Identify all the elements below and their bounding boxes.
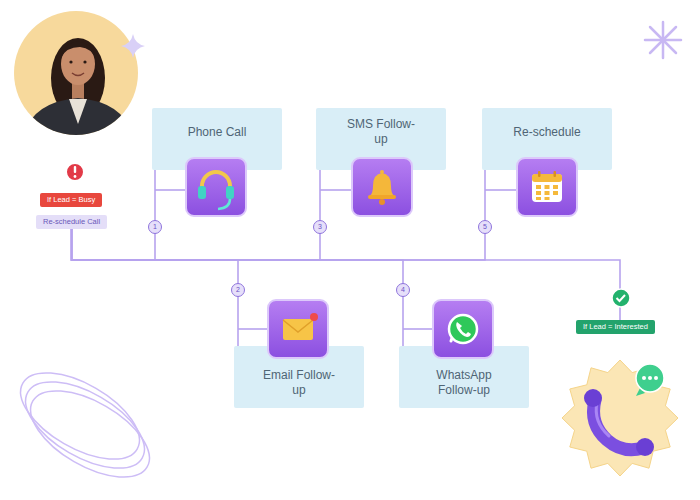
node-text: Email Follow-up (262, 368, 336, 398)
avatar-smile (72, 73, 84, 76)
envelope-flap (283, 320, 313, 332)
node-text: If Lead = Busy (47, 195, 95, 205)
alert-dot (74, 175, 77, 178)
check-mark (617, 295, 626, 301)
calendar-ring (538, 171, 541, 177)
icon-tile (433, 300, 493, 358)
chat-dot (642, 376, 646, 380)
bell-rim (368, 195, 396, 199)
whatsapp-handset (456, 322, 471, 337)
envelope-body (283, 319, 313, 340)
avatar-shirt (69, 99, 87, 124)
asterisk-stroke (650, 27, 676, 53)
whatsapp-bubble (449, 315, 477, 343)
sparkle (121, 34, 145, 58)
loop-decor (7, 355, 163, 494)
calendar-cell (536, 191, 541, 195)
chat-dot (648, 376, 652, 380)
avatar-photo (14, 11, 138, 140)
chat-bubble (636, 364, 664, 392)
icon-leader (320, 189, 352, 191)
action-tag: Re-schedule Call (36, 215, 107, 229)
icon-leader (403, 328, 433, 330)
icon-tile (352, 158, 412, 216)
headset-cup (226, 186, 234, 199)
calendar-band (532, 174, 562, 182)
calendar-page (532, 174, 562, 202)
avatar-fringe (61, 42, 96, 60)
phone-illustration (584, 364, 664, 456)
calendar-icon (517, 158, 577, 216)
loop-ellipse (7, 355, 153, 476)
icon-leader (485, 189, 517, 191)
calendar-cell (545, 191, 550, 195)
envelope-icon (268, 300, 328, 358)
phone-handset (594, 400, 644, 450)
avatar-eye (83, 60, 86, 63)
check-icon (612, 289, 630, 307)
node-text: WhatsApp Follow-up (427, 368, 501, 398)
phone-highlight (596, 402, 609, 436)
calendar-cell (545, 185, 550, 189)
connector-line (72, 229, 620, 320)
bell-top (380, 170, 384, 174)
starburst (562, 360, 678, 476)
calendar-cell (553, 185, 558, 189)
calendar-cell (545, 197, 550, 200)
callout-number: 3 (313, 220, 327, 234)
node-text: Phone Call (180, 125, 254, 140)
loop-ellipse (17, 373, 163, 494)
avatar-jacket (22, 98, 134, 140)
connector-line (72, 229, 403, 346)
alert-bar (74, 166, 76, 173)
phone-earpiece (584, 389, 602, 407)
calendar-ring (554, 171, 557, 177)
callout-number: 4 (396, 283, 410, 297)
callout-number: 1 (148, 220, 162, 234)
callout-number: 2 (231, 283, 245, 297)
headset-mic (218, 199, 230, 209)
icon-tile (517, 158, 577, 216)
node-text: SMS Follow-up (344, 117, 418, 147)
avatar-eye (69, 60, 72, 63)
connector-line (72, 170, 485, 260)
icon-tile (268, 300, 328, 358)
icon-leader (155, 189, 186, 191)
icon-tile (186, 158, 246, 216)
calendar-cell (536, 197, 541, 200)
asterisk-stroke (650, 27, 676, 53)
node-text: If Lead = Interested (583, 322, 648, 332)
headset-cup (198, 186, 206, 199)
calendar-cell (536, 185, 541, 189)
node-text: Re-schedule (510, 125, 584, 140)
alert-icon (66, 163, 84, 181)
bell-clapper (379, 199, 385, 205)
headset-icon (186, 158, 246, 216)
calendar-grid (536, 185, 558, 200)
envelope-dot (310, 313, 318, 321)
callout-number: 5 (478, 220, 492, 234)
connector-line (72, 229, 238, 346)
headset-band (202, 172, 230, 192)
whatsapp-icon (433, 300, 493, 358)
bell-body (370, 173, 394, 196)
alert-circle (66, 163, 84, 181)
check-circle (612, 289, 630, 307)
chat-dot (654, 376, 658, 380)
calendar-cell (553, 191, 558, 195)
condition-tag: If Lead = Interested (576, 320, 655, 334)
node-text: Re-schedule Call (43, 217, 100, 227)
asterisk-decor (645, 22, 681, 58)
bell-icon (352, 158, 412, 216)
icon-leader (238, 328, 268, 330)
phone-mouthpiece (636, 438, 654, 456)
condition-tag: If Lead = Busy (40, 193, 102, 207)
